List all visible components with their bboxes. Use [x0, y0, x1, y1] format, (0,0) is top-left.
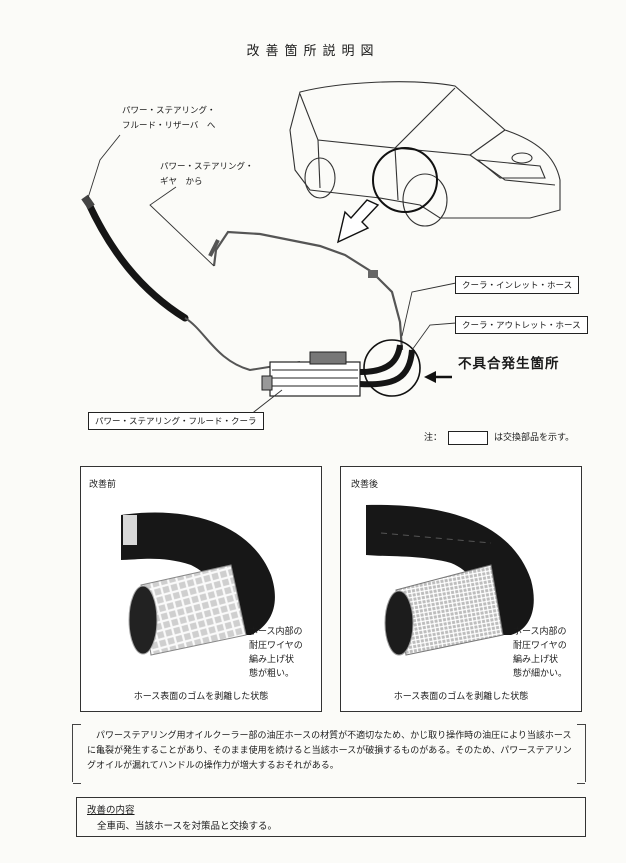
defect-circle — [363, 339, 421, 397]
cooler-inlet-hose — [359, 344, 403, 375]
inlet-hose-label: クーラ・インレット・ホース — [455, 276, 580, 294]
after-caption: ホース表面のゴムを剥離した状態 — [393, 692, 529, 702]
improvement-title: 改善の内容 — [87, 805, 135, 816]
pipe-fitting — [368, 270, 378, 278]
legend-prefix: 注： — [424, 433, 443, 443]
description-text: パワーステアリング用オイルクーラー部の油圧ホースの材質が不適切なため、かじ取り操… — [87, 731, 572, 771]
description-box: パワーステアリング用オイルクーラー部の油圧ホースの材質が不適切なため、かじ取り操… — [72, 724, 586, 784]
legend-box — [448, 430, 489, 445]
van-illustration — [289, 81, 561, 227]
after-hose-photo — [366, 504, 534, 656]
defect-arrow-icon — [424, 371, 436, 383]
page-title: 改善箇所説明図 — [246, 44, 380, 59]
before-note: ホース内部の 耐圧ワイヤの 編み上げ状 態が粗い。 — [249, 627, 303, 679]
after-photo-panel: 改善後 ホース内部の 耐圧ワイヤの 編み上げ状 態が細かい。 ホース表面のゴムを… — [340, 466, 582, 712]
reservoir-hose — [84, 198, 189, 322]
gear-label: パワー・ステアリング・ ギヤ から — [160, 162, 254, 187]
before-title: 改善前 — [89, 480, 117, 490]
before-hose-photo — [121, 512, 275, 656]
improvement-body: 全車両、当該ホースを対策品と交換する。 — [97, 821, 278, 832]
gear-pipe — [212, 230, 404, 351]
legend-suffix: は交換部品を示す。 — [494, 433, 575, 443]
hose-diagram — [81, 81, 561, 416]
before-photo-panel: 改善前 ホース内部の 耐圧ワイヤの 編み上げ状 態が粗い。 ホース表面のゴムを剥… — [80, 466, 322, 712]
before-caption: ホース表面のゴムを剥離した状態 — [133, 692, 269, 702]
improvement-box: 改善の内容 全車両、当該ホースを対策品と交換する。 — [76, 797, 586, 837]
after-title: 改善後 — [351, 480, 379, 490]
legend-note: 注： は交換部品を示す。 — [424, 430, 574, 445]
cooler-assembly — [261, 351, 361, 397]
return-pipe — [184, 317, 301, 372]
defect-label: 不具合発生箇所 — [458, 356, 560, 372]
reservoir-label: パワー・ステアリング・ フルード・リザーバ へ — [122, 106, 216, 131]
after-note: ホース内部の 耐圧ワイヤの 編み上げ状 態が細かい。 — [513, 627, 568, 679]
cooler-label: パワー・ステアリング・フルード・クーラ — [88, 412, 264, 430]
zoom-circle — [372, 147, 438, 213]
zoom-arrow-icon — [336, 199, 380, 244]
outlet-hose-label: クーラ・アウトレット・ホース — [455, 316, 588, 334]
